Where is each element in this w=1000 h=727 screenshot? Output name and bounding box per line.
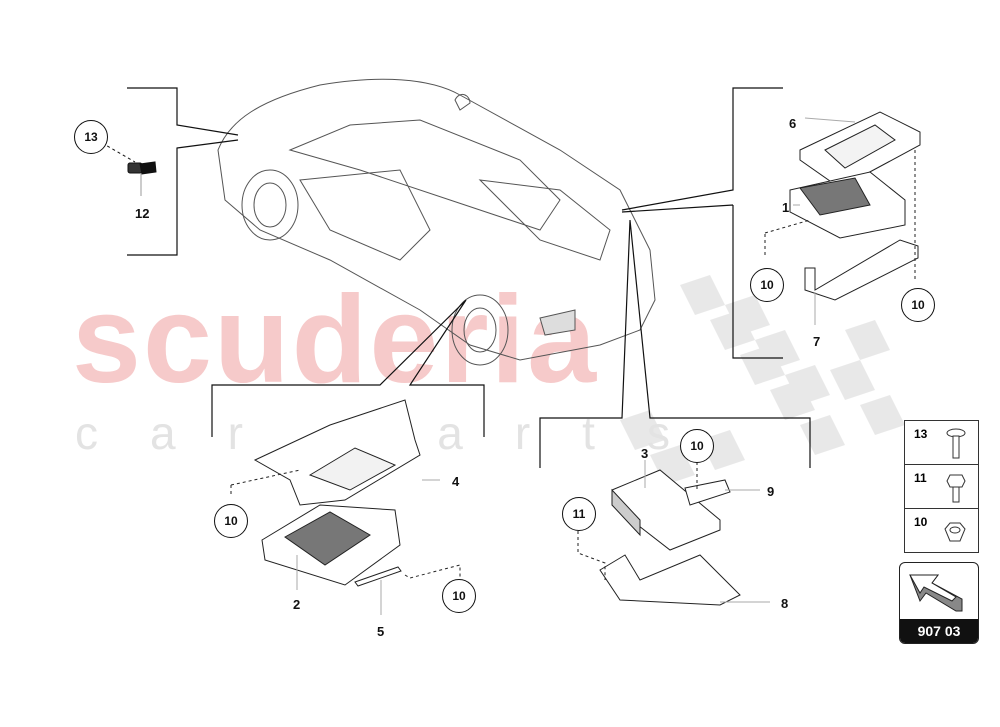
legend-number: 10: [914, 515, 928, 529]
car-outline: [217, 78, 656, 366]
arrow-up-left-icon: [909, 574, 963, 612]
legend-number: 11: [914, 471, 927, 485]
part-12-sensor: [101, 142, 157, 196]
part-label-3[interactable]: 3: [641, 446, 649, 461]
screw-icon: [946, 428, 966, 459]
part-label-9[interactable]: 9: [767, 484, 775, 499]
leader-lines: [127, 87, 811, 468]
part-group-ecu-center: [577, 460, 770, 606]
part-label-1[interactable]: 1: [782, 200, 790, 215]
part-label-5[interactable]: 5: [377, 624, 385, 639]
callout-10[interactable]: 10: [442, 579, 476, 613]
legend-row-10[interactable]: 10: [905, 509, 978, 552]
hex-nut-icon: [944, 522, 966, 542]
callout-10[interactable]: 10: [680, 429, 714, 463]
part-label-12[interactable]: 12: [135, 206, 150, 221]
navigation-button[interactable]: 907 03: [899, 562, 979, 644]
fastener-legend: 13 11 10: [904, 420, 979, 553]
part-group-ecu-left: [230, 399, 461, 615]
part-label-2[interactable]: 2: [293, 597, 301, 612]
callout-10[interactable]: 10: [901, 288, 935, 322]
callout-13[interactable]: 13: [74, 120, 108, 154]
callout-10[interactable]: 10: [214, 504, 248, 538]
part-label-7[interactable]: 7: [813, 334, 821, 349]
legend-row-11[interactable]: 11: [905, 465, 978, 509]
watermark-brand: scuderia: [72, 271, 599, 409]
flange-bolt-icon: [946, 474, 966, 503]
legend-number: 13: [914, 427, 928, 441]
callout-10[interactable]: 10: [750, 268, 784, 302]
part-label-6[interactable]: 6: [789, 116, 797, 131]
part-label-8[interactable]: 8: [781, 596, 789, 611]
checkered-flag-watermark: [620, 275, 905, 485]
callout-11[interactable]: 11: [562, 497, 596, 531]
part-label-4[interactable]: 4: [452, 474, 460, 489]
legend-row-13[interactable]: 13: [905, 421, 978, 465]
part-group-ecu-right: [764, 111, 921, 325]
diagram-code: 907 03: [900, 619, 978, 643]
